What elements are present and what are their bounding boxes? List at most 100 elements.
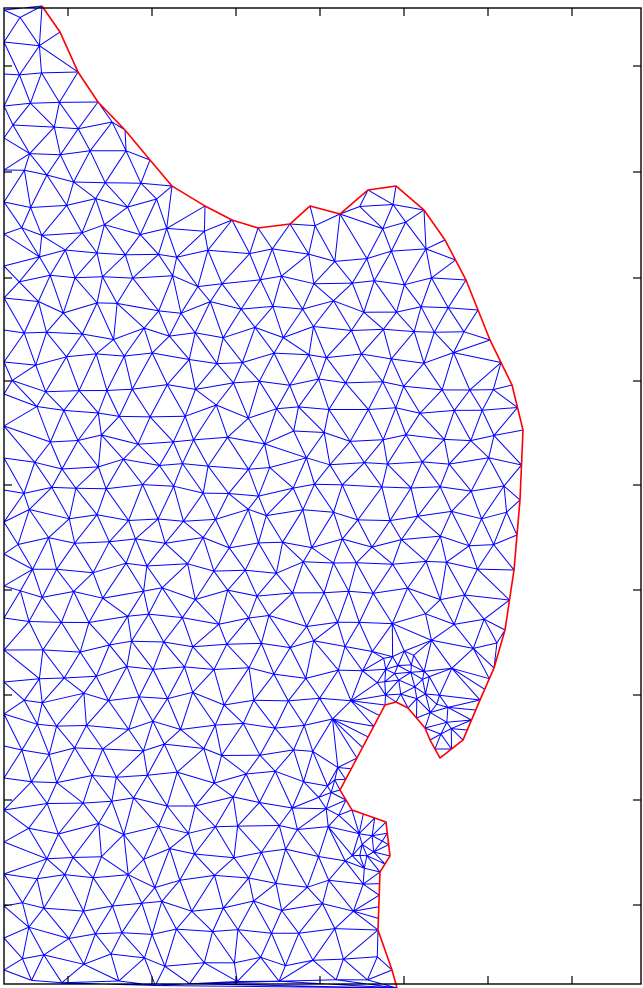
mesh-edge xyxy=(285,848,308,888)
mesh-edge xyxy=(96,302,115,340)
mesh-edge xyxy=(390,250,405,285)
mesh-edge xyxy=(362,670,378,683)
mesh-edge xyxy=(361,328,384,355)
mesh-edge xyxy=(386,434,407,465)
mesh-edge xyxy=(30,781,48,804)
mesh-edge xyxy=(63,409,99,414)
mesh-edge xyxy=(3,841,48,860)
mesh-edge xyxy=(424,712,431,729)
mesh-edge xyxy=(447,699,481,708)
mesh-edge xyxy=(328,826,360,835)
mesh-edge xyxy=(333,484,343,513)
mesh-edge xyxy=(271,933,286,966)
mesh-edge xyxy=(106,390,120,417)
mesh-edge xyxy=(98,823,102,857)
mesh-edge xyxy=(313,300,334,327)
mesh-edge xyxy=(146,563,188,567)
mesh-edge xyxy=(138,696,154,722)
mesh-edge xyxy=(214,857,235,876)
mesh-edge xyxy=(397,650,405,666)
mesh-edge xyxy=(414,331,435,333)
mesh-edge xyxy=(254,326,284,339)
mesh-edge xyxy=(282,308,304,338)
mesh-edge xyxy=(34,441,51,463)
mesh-edge xyxy=(31,781,57,784)
mesh-edge xyxy=(269,467,294,489)
mesh-edge xyxy=(49,275,64,314)
mesh-edge xyxy=(253,900,282,911)
mesh-edge xyxy=(428,676,440,696)
mesh-edge xyxy=(41,597,62,623)
mesh-edge xyxy=(28,828,48,860)
mesh-edge xyxy=(24,331,47,334)
mesh-edge xyxy=(405,209,425,223)
mesh-edge xyxy=(63,302,98,314)
mesh-edge xyxy=(223,900,254,909)
mesh-edge xyxy=(125,150,151,161)
mesh-edge xyxy=(56,747,76,783)
mesh-edge xyxy=(131,640,164,643)
mesh-edge xyxy=(221,755,247,775)
mesh-edge xyxy=(233,380,260,384)
mesh-edge xyxy=(312,959,337,981)
mesh-edge xyxy=(95,339,114,355)
mesh-edge xyxy=(131,613,150,642)
mesh-edge xyxy=(307,879,329,888)
mesh-edge xyxy=(111,777,117,802)
mesh-edge xyxy=(311,538,343,549)
mesh-edge xyxy=(470,440,490,459)
mesh-edge xyxy=(312,718,333,752)
mesh-edge xyxy=(164,928,177,967)
mesh-edge xyxy=(222,326,256,339)
mesh-edge xyxy=(441,389,455,411)
mesh-edge xyxy=(339,206,360,215)
mesh-edge xyxy=(38,678,43,703)
mesh-edge xyxy=(363,883,380,885)
mesh-edge xyxy=(38,45,42,73)
mesh-edge xyxy=(152,641,165,670)
mesh-edge xyxy=(189,359,218,365)
mesh-edge xyxy=(357,519,391,522)
mesh-edge xyxy=(337,767,347,780)
mesh-edge xyxy=(141,900,162,904)
mesh-edge xyxy=(102,729,129,750)
mesh-edge xyxy=(108,541,127,564)
mesh-edge xyxy=(221,253,251,285)
mesh-edge xyxy=(468,545,478,570)
mesh-edge xyxy=(289,647,307,679)
mesh-edge xyxy=(268,615,307,627)
mesh-edge xyxy=(308,326,314,355)
mesh-edge xyxy=(226,643,250,669)
mesh-edge xyxy=(148,613,165,643)
mesh-edge xyxy=(389,487,412,521)
mesh-edge xyxy=(303,781,328,787)
mesh-edge xyxy=(21,207,32,229)
mesh-edge xyxy=(49,441,63,470)
mesh-edge xyxy=(64,874,84,912)
mesh-edge xyxy=(108,696,140,702)
mesh-edge xyxy=(158,228,168,255)
mesh-edge xyxy=(192,691,225,706)
mesh-edge xyxy=(446,722,452,729)
mesh-edge xyxy=(60,591,75,623)
mesh-edge xyxy=(343,956,378,960)
mesh-edge xyxy=(38,649,44,679)
mesh-edge xyxy=(192,643,227,648)
mesh-edge xyxy=(395,407,421,414)
mesh-edge xyxy=(184,666,215,670)
mesh-edge xyxy=(389,520,402,540)
mesh-edge xyxy=(395,407,407,435)
mesh-edge xyxy=(483,618,506,631)
mesh-edge xyxy=(328,382,347,410)
mesh-edge xyxy=(12,124,55,128)
mesh-edge xyxy=(212,907,224,932)
mesh-edge xyxy=(384,694,386,706)
mesh-edge xyxy=(424,667,452,672)
mesh-edge xyxy=(46,174,74,183)
mesh-edge xyxy=(147,771,178,776)
mesh-edge xyxy=(350,670,363,701)
mesh-edge xyxy=(78,353,97,391)
mesh-edge xyxy=(213,570,229,591)
mesh-edge xyxy=(74,747,93,776)
mesh-edge xyxy=(265,515,284,543)
